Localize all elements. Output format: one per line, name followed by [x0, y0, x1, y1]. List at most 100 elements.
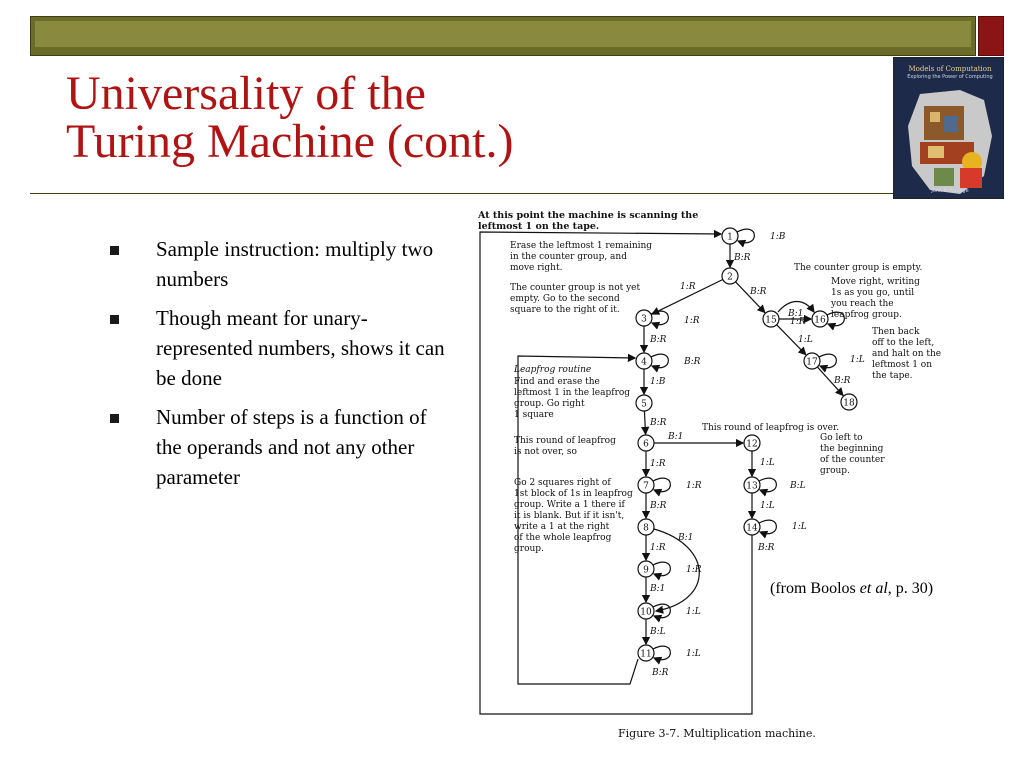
- figure-note: Leapfrog routine: [513, 365, 591, 375]
- figure-note: the beginning: [820, 444, 884, 454]
- state-node: [635, 394, 653, 412]
- transition-label: B:R: [733, 253, 751, 263]
- figure-note: group.: [514, 544, 544, 554]
- state-node: [721, 227, 739, 245]
- transition-label: 1:B: [650, 377, 666, 387]
- figure-note: of the counter: [820, 455, 885, 465]
- transition-label: 1:L: [686, 649, 701, 659]
- self-loop-arrow: [758, 519, 777, 539]
- transition-label: B:R: [651, 668, 669, 678]
- state-label: 14: [746, 524, 758, 534]
- transition-label: B:R: [833, 376, 851, 386]
- transition-label: B:R: [649, 335, 667, 345]
- transition-arrow: [735, 281, 766, 314]
- transition-arrow: [517, 353, 639, 685]
- state-node: [721, 267, 739, 285]
- state-node: [840, 393, 858, 411]
- state-label: 9: [643, 566, 649, 576]
- self-loop-arrow: [818, 353, 837, 373]
- state-node: [803, 352, 821, 370]
- bullet-square-icon: [110, 414, 119, 423]
- transition-label: B:R: [683, 357, 701, 367]
- transition-label: 1:R: [680, 282, 696, 292]
- state-label: 12: [746, 440, 757, 450]
- self-loop-arrow: [650, 353, 669, 373]
- transition-label: B:R: [749, 287, 767, 297]
- figure-note: leftmost 1 on the tape.: [478, 221, 599, 232]
- transition-label: 1:L: [760, 458, 775, 468]
- state-node: [743, 518, 761, 536]
- figure-note: Then back: [872, 327, 920, 337]
- state-node: [743, 434, 761, 452]
- bullet-square-icon: [110, 315, 119, 324]
- state-node: [637, 560, 655, 578]
- state-label: 4: [641, 358, 647, 368]
- book-cover-art: [908, 90, 992, 194]
- figure-note: leapfrog group.: [831, 310, 902, 320]
- state-label: 10: [640, 608, 652, 618]
- figure-note: off to the left,: [872, 338, 934, 348]
- transition-label: 1:L: [850, 355, 865, 365]
- transition-arrow: [777, 300, 815, 313]
- state-label: 18: [843, 399, 855, 409]
- transition-arrow: [653, 528, 700, 614]
- figure-note: the tape.: [872, 371, 913, 381]
- transition-label: 1:R: [686, 481, 702, 491]
- figure-note: 1s as you go, until: [831, 288, 914, 298]
- figure-note: The counter group is empty.: [794, 263, 923, 273]
- transition-arrow: [479, 229, 753, 715]
- transition-label: 1:R: [790, 317, 806, 327]
- state-node: [637, 476, 655, 494]
- state-label: 8: [643, 524, 649, 534]
- figure-note: and halt on the: [872, 349, 941, 359]
- state-label: 7: [643, 482, 649, 492]
- bullet-item: Though meant for unary-represented numbe…: [106, 303, 446, 393]
- source-citation: (from Boolos et al, p. 30): [770, 580, 933, 598]
- book-cover-image: Models of Computation Exploring the Powe…: [893, 57, 1004, 199]
- transition-label: 1:L: [798, 335, 813, 345]
- bullet-text: Though meant for unary-represented numbe…: [156, 306, 445, 390]
- state-node: [762, 310, 780, 328]
- figure-caption: Figure 3-7. Multiplication machine.: [618, 727, 816, 740]
- transition-arrow: [651, 278, 724, 315]
- bullet-text: Number of steps is a function of the ope…: [156, 405, 427, 489]
- state-node: [637, 602, 655, 620]
- self-loop-arrow: [736, 228, 755, 248]
- bullet-item: Sample instruction: multiply two numbers: [106, 234, 446, 294]
- title-bar-decoration: [30, 16, 976, 56]
- figure-note: it is blank. But if it isn't,: [514, 511, 624, 521]
- figure-note: group. Go right: [514, 399, 585, 409]
- self-loop-arrow: [758, 477, 777, 497]
- figure-note: leftmost 1 in the leapfrog: [514, 388, 630, 398]
- transition-label: B:R: [757, 543, 775, 553]
- figure-note: leftmost 1 on: [872, 360, 932, 370]
- state-node: [635, 352, 653, 370]
- transition-label: B:L: [789, 481, 806, 491]
- transition-label: B:R: [649, 418, 667, 428]
- figure-note: This round of leapfrog is over.: [702, 423, 839, 433]
- state-label: 1: [727, 233, 733, 243]
- transition-label: 1:L: [792, 522, 807, 532]
- slide-title-line-2: Turing Machine (cont.): [66, 115, 514, 168]
- state-label: 13: [746, 482, 758, 492]
- figure-note: The counter group is not yet: [510, 283, 641, 293]
- bullet-list: Sample instruction: multiply two numbers…: [106, 234, 446, 501]
- bullet-square-icon: [110, 246, 119, 255]
- figure-note: Move right, writing: [831, 277, 920, 287]
- transition-label: 1:R: [684, 316, 700, 326]
- state-label: 16: [814, 316, 826, 326]
- figure-note: is not over, so: [514, 447, 577, 457]
- state-label: 5: [641, 400, 647, 410]
- state-label: 3: [641, 315, 647, 325]
- figure-note: Erase the leftmost 1 remaining: [510, 241, 652, 251]
- title-divider: [30, 193, 1004, 194]
- title-bar-accent: [978, 16, 1004, 56]
- citation-prefix: (from Boolos: [770, 580, 860, 597]
- state-node: [811, 310, 829, 328]
- transition-label: B:1: [649, 584, 665, 594]
- transition-label: 1:R: [686, 565, 702, 575]
- book-cover-title: Models of Computation: [908, 65, 992, 73]
- state-node: [637, 434, 655, 452]
- figure-note: you reach the: [830, 299, 894, 309]
